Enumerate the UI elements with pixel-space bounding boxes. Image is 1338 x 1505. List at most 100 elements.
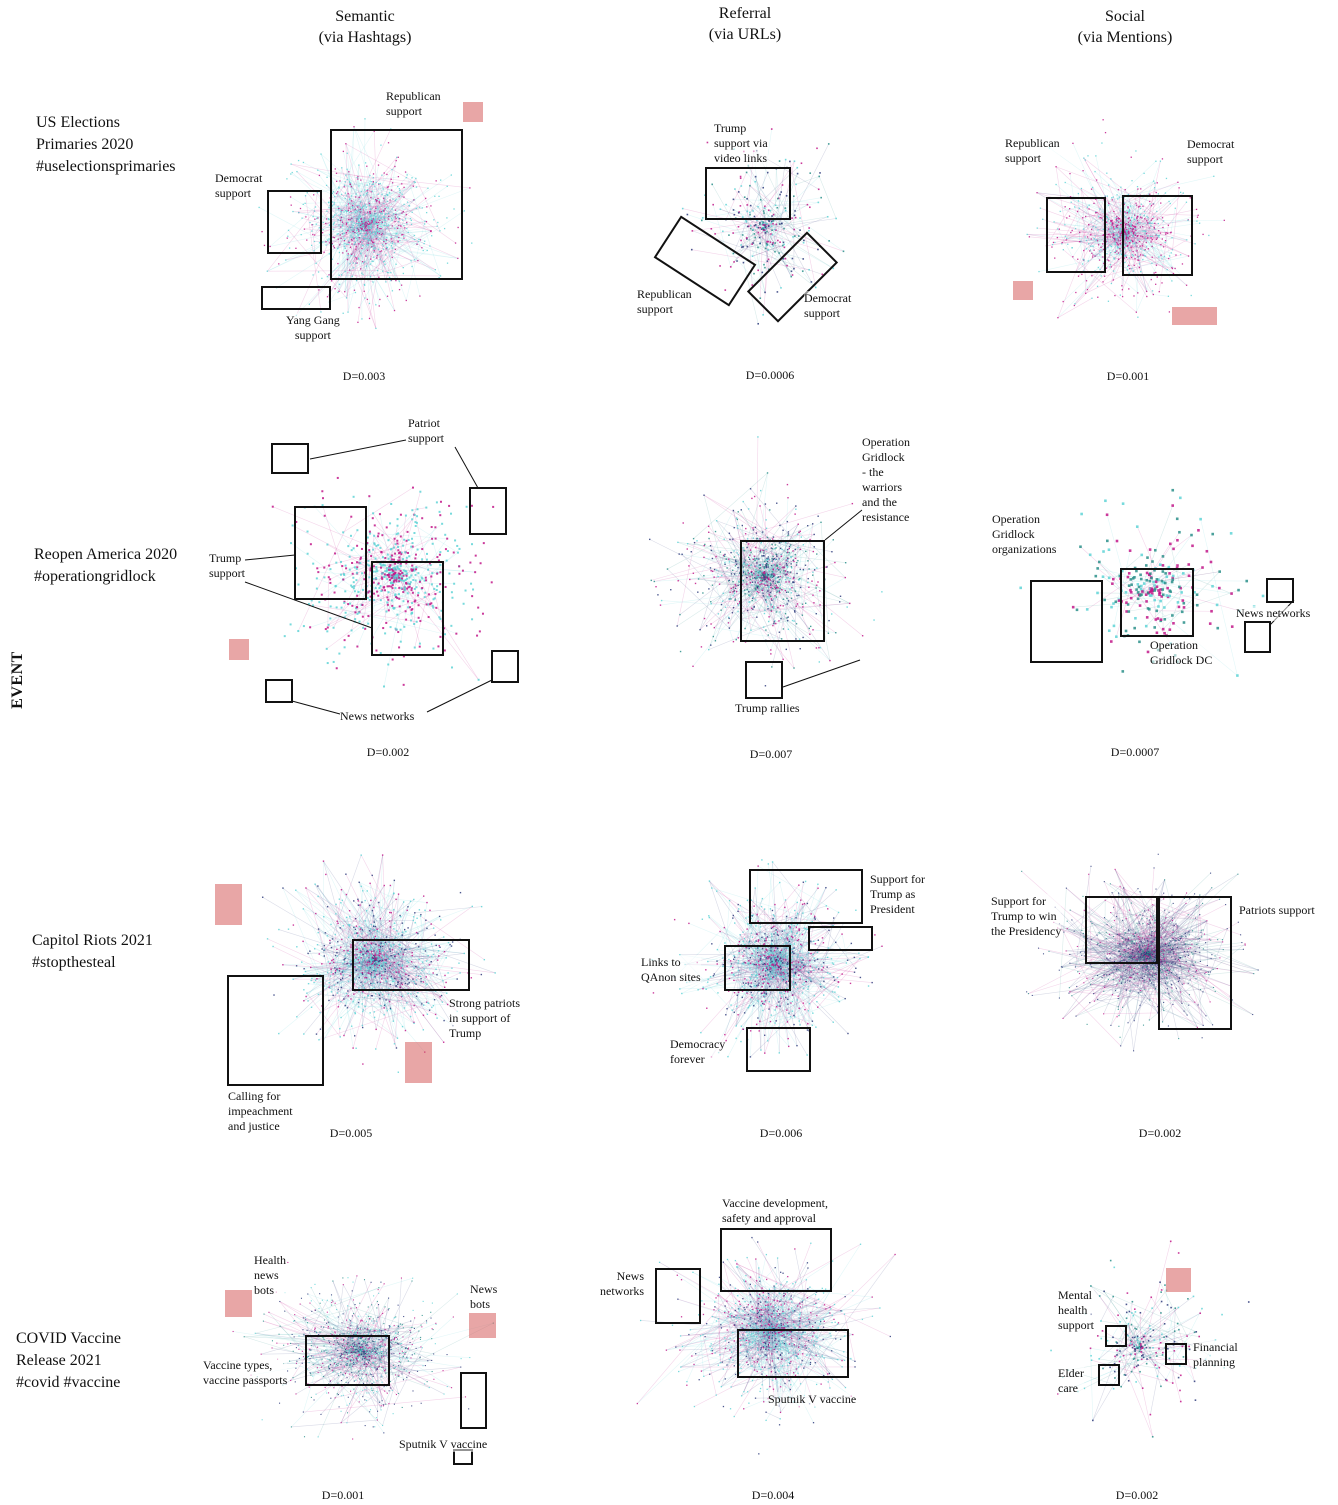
cluster-box-democrat [267, 190, 322, 254]
column-subtitle-semantic: (via Hashtags) [318, 29, 412, 46]
annotation-trump-support: Trump support [209, 551, 245, 581]
cluster-box-mental-health [1105, 1325, 1127, 1347]
network-nodes [232, 1261, 494, 1440]
cluster-box-elder-care [1098, 1364, 1120, 1386]
column-title-referral-text: Referral [718, 5, 772, 22]
annotation-news-networks-social: News networks [1236, 606, 1311, 621]
cluster-box-news-b [491, 650, 519, 683]
cluster-box-sputnik-a [460, 1372, 487, 1429]
annotation-patriots-support: Patriots support [1239, 903, 1315, 918]
network-nodes [1026, 119, 1225, 319]
cluster-box-democrat-social [1122, 195, 1193, 276]
density-label: D=0.0007 [1110, 745, 1160, 759]
annotation-trump-win: Support for Trump to win the Presidency [991, 894, 1062, 939]
cluster-box-news-social-a [1266, 578, 1294, 603]
annotation-republican-support: Republican support [386, 89, 441, 119]
network-panel-capitol-social [960, 810, 1335, 1100]
event-axis-label: EVENT [9, 651, 26, 709]
column-title-referral: Referral (via URLs) [670, 3, 820, 45]
annotation-health-news-bots: Health news bots [254, 1253, 286, 1298]
cluster-box-patriot-b [469, 487, 507, 535]
density-label: D=0.001 [1106, 369, 1150, 383]
annotation-vaccine-dev: Vaccine development, safety and approval [722, 1196, 828, 1226]
network-panel-reopen-referral [600, 420, 930, 730]
highlight-marker [1166, 1268, 1191, 1292]
annotation-trump-president: Support for Trump as President [870, 872, 925, 917]
highlight-marker [1013, 281, 1033, 300]
annotation-yang-gang: Yang Gang support [286, 313, 340, 343]
annotation-news-networks-referral: News networks [600, 1269, 644, 1299]
cluster-box-gridlock-warriors [740, 540, 825, 642]
network-panel-reopen-social [985, 440, 1320, 740]
density-label: D=0.002 [366, 745, 410, 759]
annotation-sputnik-semantic: Sputnik V vaccine [399, 1437, 488, 1452]
cluster-box-patriots-support [1158, 896, 1232, 1030]
density-label: D=0.002 [1138, 1126, 1182, 1140]
density-label: D=0.0006 [745, 368, 795, 382]
row-label-us-elections: US Elections Primaries 2020 #uselections… [36, 114, 176, 175]
annotation-trump-rallies: Trump rallies [735, 701, 800, 716]
cluster-box-qanon [724, 945, 791, 991]
annotation-impeachment: Calling for impeachment and justice [228, 1089, 293, 1134]
column-title-semantic-text: Semantic [335, 8, 395, 25]
network-nodes [649, 436, 883, 687]
network-panel-covid-referral [600, 1180, 945, 1480]
network-panel-covid-semantic [195, 1220, 525, 1480]
density-label: D=0.003 [342, 369, 386, 383]
density-label: D=0.005 [329, 1126, 373, 1140]
annotation-democrat-referral: Democrat support [804, 291, 852, 321]
cluster-box-republican-social [1046, 197, 1106, 273]
annotation-sputnik-referral: Sputnik V vaccine [768, 1392, 857, 1407]
annotation-democrat-support: Democrat support [215, 171, 263, 201]
highlight-marker [1172, 307, 1217, 325]
network-nodes [258, 118, 473, 330]
density-label: D=0.007 [749, 747, 793, 761]
column-title-social-text: Social [1105, 8, 1145, 25]
annotation-republican-social: Republican support [1005, 136, 1060, 166]
cluster-box-news-social-b [1244, 621, 1271, 653]
cluster-box-trump-b [371, 561, 444, 656]
highlight-marker [469, 1313, 496, 1338]
cluster-box-trump-win [1085, 896, 1158, 964]
highlight-marker [215, 884, 242, 925]
row-label-capitol-riots: Capitol Riots 2021 #stopthesteal [32, 932, 153, 971]
network-nodes [1019, 488, 1265, 677]
highlight-marker [463, 102, 483, 122]
annotation-gridlock-orgs: Operation Gridlock organizations [992, 512, 1057, 557]
highlight-marker [225, 1290, 252, 1317]
annotation-financial-planning: Financial planning [1193, 1340, 1238, 1370]
cluster-box-vaccine-dev [720, 1228, 832, 1292]
highlight-marker [229, 639, 249, 660]
annotation-republican-referral: Republican support [637, 287, 692, 317]
network-panel-elections-semantic [215, 80, 515, 370]
row-label-reopen-america: Reopen America 2020 #operationgridlock [34, 546, 178, 585]
annotation-elder-care: Elder care [1058, 1366, 1084, 1396]
annotation-news-networks: News networks [340, 709, 415, 724]
cluster-box-trump-rallies [745, 661, 783, 699]
cluster-box-republican [330, 129, 463, 280]
cluster-box-patriot-a [271, 443, 309, 474]
annotation-qanon: Links to QAnon sites [641, 955, 701, 985]
network-panel-capitol-semantic [200, 805, 550, 1115]
annotation-patriot-support: Patriot support [408, 416, 444, 446]
network-edges [637, 1237, 896, 1423]
annotation-democracy: Democracy forever [670, 1037, 726, 1067]
cluster-box-financial [1165, 1343, 1187, 1365]
cluster-box-democracy [746, 1027, 811, 1072]
column-title-social: Social (via Mentions) [1050, 6, 1200, 48]
density-label: D=0.001 [321, 1488, 365, 1502]
annotation-trump-video-links: Trump support via video links [714, 121, 768, 166]
annotation-gridlock-warriors: Operation Gridlock - the warriors and th… [862, 435, 910, 525]
cluster-box-gridlock-orgs [1030, 580, 1103, 663]
density-label: D=0.004 [751, 1488, 795, 1502]
network-nodes [681, 128, 845, 325]
cluster-box-impeachment [227, 975, 324, 1086]
column-subtitle-social: (via Mentions) [1077, 29, 1173, 46]
column-subtitle-referral: (via URLs) [708, 26, 782, 43]
cluster-box-gridlock-dc [1120, 568, 1194, 637]
network-edges [1057, 1241, 1216, 1437]
cluster-box-strong-patriots [352, 939, 470, 991]
density-label: D=0.006 [759, 1126, 803, 1140]
cluster-box-trump-president-a [749, 869, 863, 924]
annotation-news-bots: News bots [470, 1282, 498, 1312]
